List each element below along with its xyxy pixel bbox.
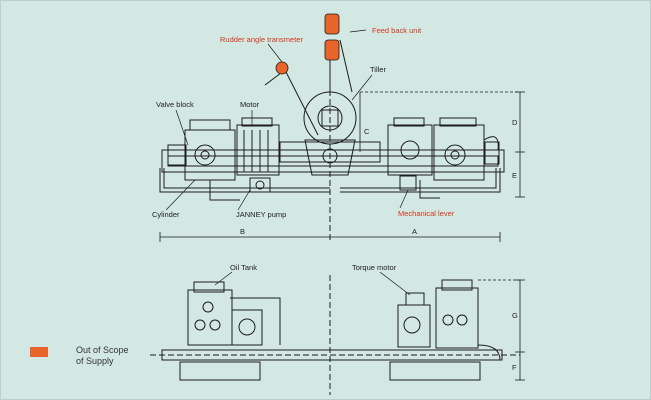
label-valve-block: Valve block xyxy=(156,100,194,109)
dim-e: E xyxy=(512,171,517,180)
janney-pump xyxy=(249,175,417,193)
label-janney-pump: JANNEY pump xyxy=(236,210,286,219)
dim-a: A xyxy=(412,227,417,236)
leader-lines-top xyxy=(165,29,409,211)
left-motor xyxy=(236,117,280,176)
label-rudder-angle-transmeter: Rudder angle transmeter xyxy=(220,35,303,44)
label-oil-tank: Oil Tank xyxy=(230,263,257,272)
label-mechanical-lever: Mechanical lever xyxy=(398,209,455,218)
leader-lines-bottom xyxy=(214,271,411,296)
dimension-lines xyxy=(159,91,525,242)
dim-g: G xyxy=(512,311,518,320)
label-feed-back-unit: Feed back unit xyxy=(372,26,422,35)
feed-back-unit-lower xyxy=(324,39,340,61)
label-torque-motor: Torque motor xyxy=(352,263,397,272)
dim-c: C xyxy=(364,127,370,136)
rudder-angle-transmeter-body xyxy=(275,61,289,75)
label-motor: Motor xyxy=(240,100,260,109)
right-assembly xyxy=(387,117,500,181)
label-cylinder: Cylinder xyxy=(152,210,180,219)
left-bottom-assembly xyxy=(187,281,281,346)
out-of-scope-parts xyxy=(275,13,340,75)
dim-f: F xyxy=(512,363,517,372)
legend-text: Out of Scope of Supply xyxy=(76,345,129,366)
legend-swatch xyxy=(30,347,48,357)
dim-d: D xyxy=(512,118,518,127)
right-bottom-assembly xyxy=(397,279,501,361)
label-tiller: Tiller xyxy=(370,65,386,74)
dimension-lines-bottom xyxy=(478,279,525,381)
feed-back-unit-upper xyxy=(324,13,340,35)
bottom-frame xyxy=(150,275,520,395)
dim-b: B xyxy=(240,227,245,236)
piping xyxy=(159,168,501,201)
